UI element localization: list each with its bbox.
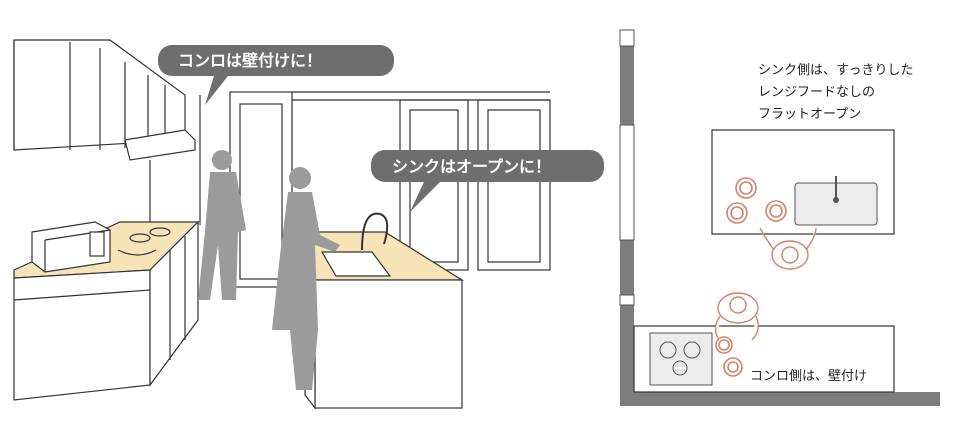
callout-stove-wall: コンロは壁付けに！ [158, 45, 394, 105]
plates [715, 177, 787, 377]
stove-top [117, 227, 171, 256]
range-hood [124, 129, 196, 161]
sink-basin [320, 251, 392, 277]
callout-sink-open: シンクはオープンに！ [371, 150, 604, 212]
microwave [31, 221, 111, 273]
sink-note-line-3: フラットオープン [758, 107, 861, 122]
stove-note: コンロ側は、壁付け [750, 369, 867, 384]
wall-horizontal [620, 392, 940, 406]
sink-note-line-1: シンク側は、すっきりした [758, 63, 913, 78]
sink-note-line-2: レンジフードなしの [758, 85, 875, 100]
floor-plan: シンク側は、すっきりした レンジフードなしの フラットオープン コンロ側は、壁付… [619, 29, 940, 406]
people-silhouettes [198, 150, 340, 390]
back-window-frames [229, 91, 551, 288]
person-top-view [714, 227, 817, 341]
callout-stove-wall-text: コンロは壁付けに！ [178, 51, 322, 70]
upper-cabinets [13, 39, 186, 151]
callout-sink-open-text: シンクはオープンに！ [392, 157, 551, 176]
perspective-kitchen [13, 39, 551, 410]
cooktop [649, 332, 713, 386]
